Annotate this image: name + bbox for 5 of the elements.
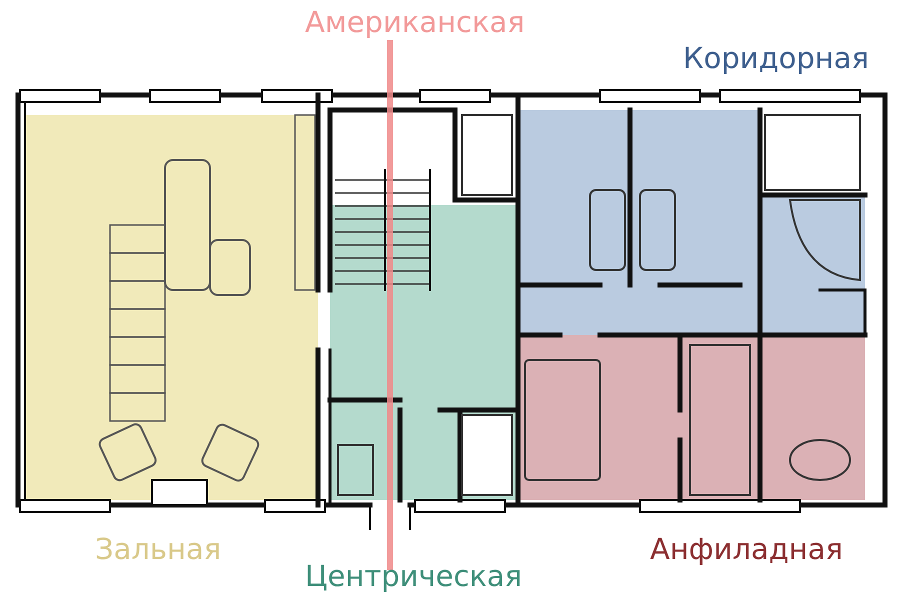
- zone-label: Американская: [305, 8, 525, 37]
- zone-label: Зальная: [95, 535, 222, 564]
- zone-label: Анфиладная: [650, 535, 843, 564]
- zone-label: Центрическая: [305, 562, 522, 591]
- zone-label: Коридорная: [683, 44, 869, 73]
